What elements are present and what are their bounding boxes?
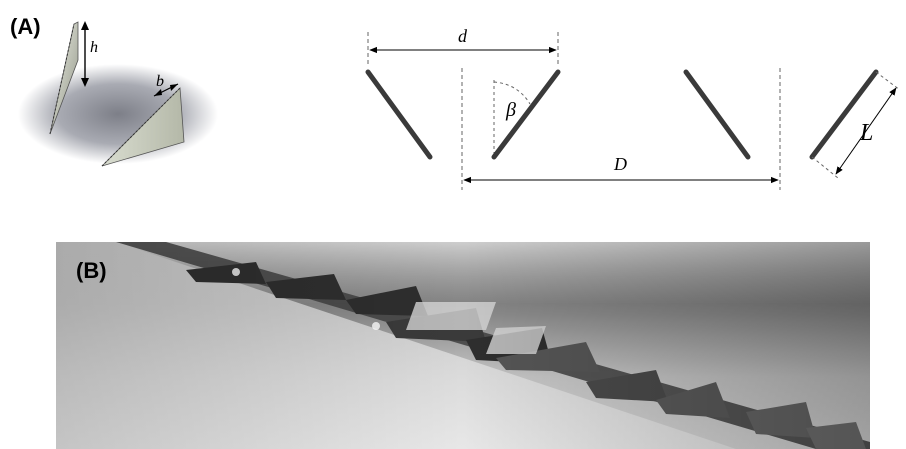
L-label: L xyxy=(859,120,873,146)
L-dimension-arrow xyxy=(835,87,897,175)
surface-shadow xyxy=(18,64,218,164)
vane-right xyxy=(101,87,185,167)
vane-segment-3 xyxy=(683,69,751,160)
base-label: b xyxy=(156,73,164,90)
base-arrow xyxy=(153,83,179,97)
beta-label: β xyxy=(505,99,516,121)
panel-a-label: (A) xyxy=(10,14,41,39)
vane-perspective-sketch: h b xyxy=(18,21,218,167)
height-arrow xyxy=(81,21,89,87)
vane-array-photo xyxy=(56,242,870,449)
height-label: h xyxy=(90,39,98,56)
vane-segment-2 xyxy=(491,69,561,160)
vane-left xyxy=(49,21,79,135)
D-label: D xyxy=(613,154,627,174)
d-label: d xyxy=(458,26,468,46)
vane-segment-1 xyxy=(365,69,433,160)
vane-layout-schematic: d β D L xyxy=(365,26,901,190)
panel-b-label: (B) xyxy=(76,258,107,283)
